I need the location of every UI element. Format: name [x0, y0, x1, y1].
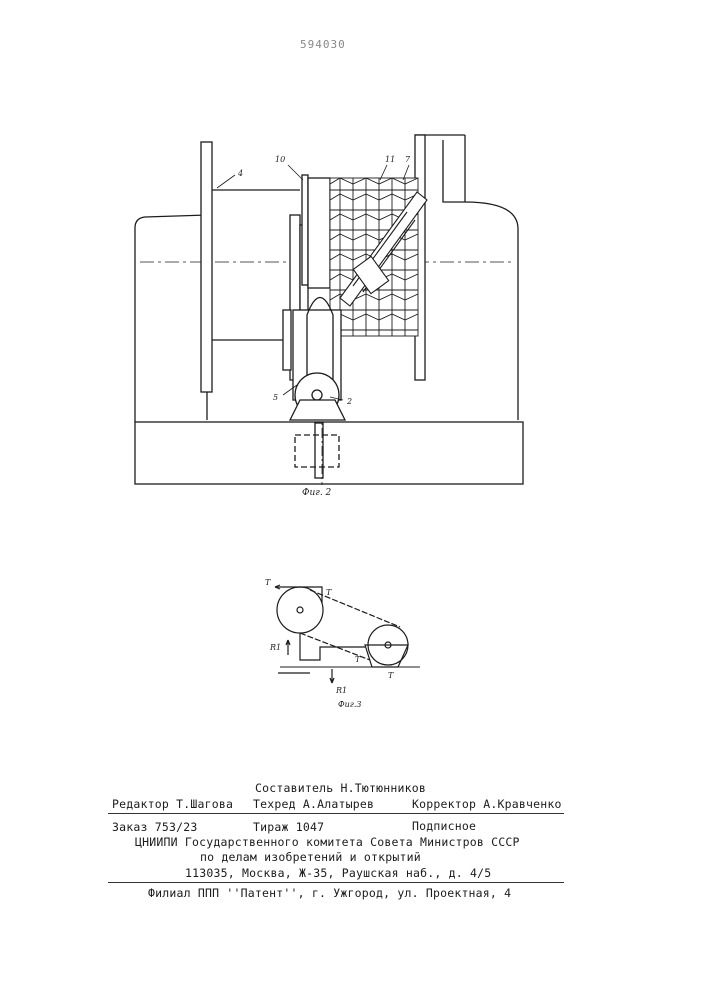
organization-line-1: ЦНИИПИ Государственного комитета Совета … [135, 835, 520, 849]
label-5: 5 [273, 393, 278, 402]
drive-box [295, 435, 339, 467]
address-divider [108, 882, 564, 883]
figure-2-caption: Фиг. 2 [302, 488, 331, 498]
label-4: 4 [237, 169, 243, 178]
left-flange [201, 142, 212, 392]
label-7: 7 [405, 155, 411, 164]
compiler-line: Составитель Н.Тютюнников [255, 781, 426, 795]
housing-right-outline [443, 140, 518, 420]
label-r2: R1 [335, 686, 347, 695]
organization-line-2: по делам изобретений и открытий [200, 850, 421, 864]
imprint-divider [108, 813, 564, 814]
base-plate [135, 422, 523, 484]
subscription-line: Подписное [412, 819, 476, 833]
label-t3: T [355, 655, 361, 664]
label-10: 10 [275, 155, 285, 164]
label-t1: T [265, 578, 271, 587]
drum-disc [302, 175, 308, 285]
housing-outline [135, 215, 207, 422]
figure-3-diagram: T T T T R1 R1 [260, 555, 435, 700]
label-2: 2 [346, 397, 352, 406]
label-11: 11 [385, 155, 395, 164]
label-t4: T [388, 671, 394, 680]
order-line: Заказ 753/23 [112, 820, 197, 834]
figure-3-caption: Фиг.3 [338, 700, 361, 709]
editor-line: Редактор Т.Шагова [112, 797, 233, 811]
label-r1: R1 [269, 643, 281, 652]
large-pulley [277, 587, 323, 633]
address-line: 113035, Москва, Ж-35, Раушская наб., д. … [185, 866, 491, 880]
circulation-line: Тираж 1047 [253, 820, 324, 834]
patent-number: 594030 [300, 38, 346, 51]
corrector-line: Корректор А.Кравченко [412, 797, 562, 811]
branch-line: Филиал ППП ''Патент'', г. Ужгород, ул. П… [148, 886, 511, 900]
label-t2: T [326, 588, 332, 597]
techred-line: Техред А.Алатырев [253, 797, 374, 811]
figure-2-drawing: 4 10 11 7 5 2 [125, 120, 535, 485]
